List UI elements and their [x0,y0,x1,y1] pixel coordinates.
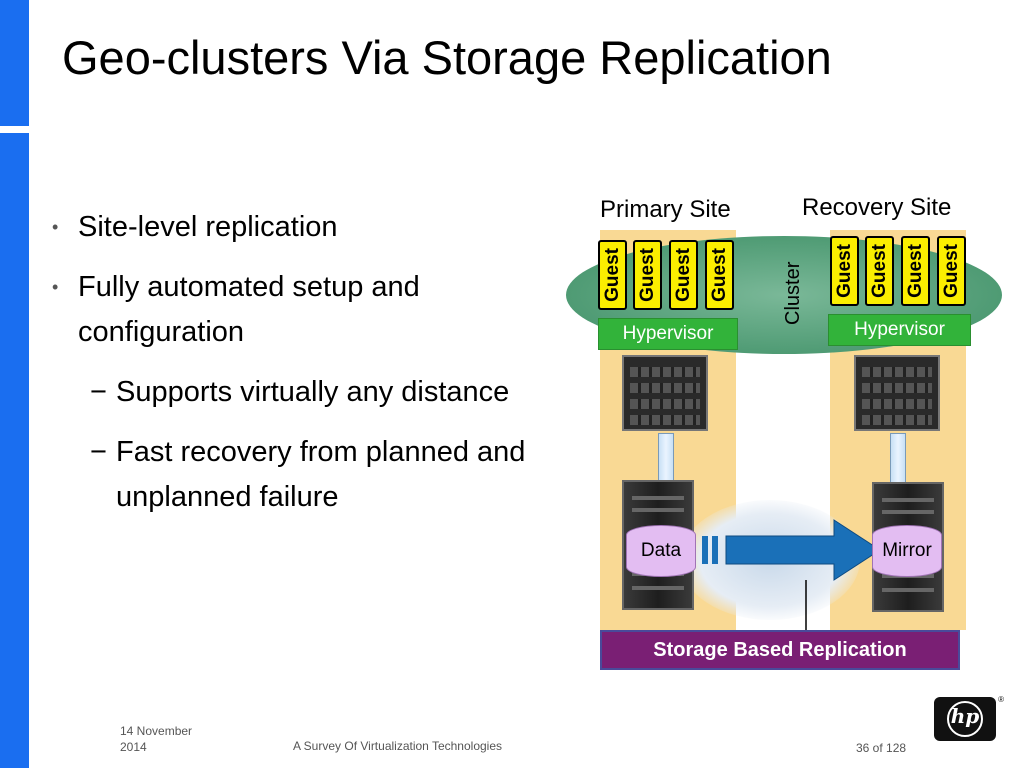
logo-circle [947,701,983,737]
footer-page-number: 36 of 128 [856,741,907,755]
guest-vm: Guest [669,240,698,310]
hp-logo: hp ® [934,695,1004,741]
guest-vm: Guest [830,236,859,306]
bullet-list: Site-level replication Fully automated s… [50,205,550,535]
guest-vm: Guest [901,236,930,306]
replication-arrow-icon [725,519,881,581]
guest-vm: Guest [937,236,966,306]
slide-title: Geo-clusters Via Storage Replication [62,31,832,84]
mirror-disk: Mirror [872,525,942,577]
bullet-item: Site-level replication [50,205,550,250]
sub-bullet-item: Supports virtually any distance [50,370,550,415]
arrow-dash [702,536,708,564]
accent-bar-bottom [0,133,29,768]
primary-site-label: Primary Site [600,196,731,223]
guest-vm: Guest [598,240,627,310]
footer-date: 14 November 2014 [120,724,193,754]
accent-bar-top [0,0,29,126]
recovery-server-icon [854,355,940,431]
footer-presentation-title: A Survey Of Virtualization Technologies [293,739,503,753]
geo-cluster-diagram: Primary Site Recovery Site Cluster Guest… [560,190,1002,680]
storage-replication-banner: Storage Based Replication [600,630,960,670]
guest-vm: Guest [865,236,894,306]
logo-text: hp [950,704,980,728]
guest-vm: Guest [633,240,662,310]
guest-vm: Guest [705,240,734,310]
recovery-hypervisor: Hypervisor [828,314,971,346]
replication-arrow-graphic [702,519,881,630]
registered-mark: ® [998,695,1004,704]
arrow-dash [712,536,718,564]
primary-server-icon [622,355,708,431]
primary-hypervisor: Hypervisor [598,318,738,350]
recovery-site-label: Recovery Site [802,194,952,221]
bullet-item: Fully automated setup and configuration [50,265,550,355]
sub-bullet-item: Fast recovery from planned and unplanned… [50,430,550,520]
data-disk: Data [626,525,696,577]
